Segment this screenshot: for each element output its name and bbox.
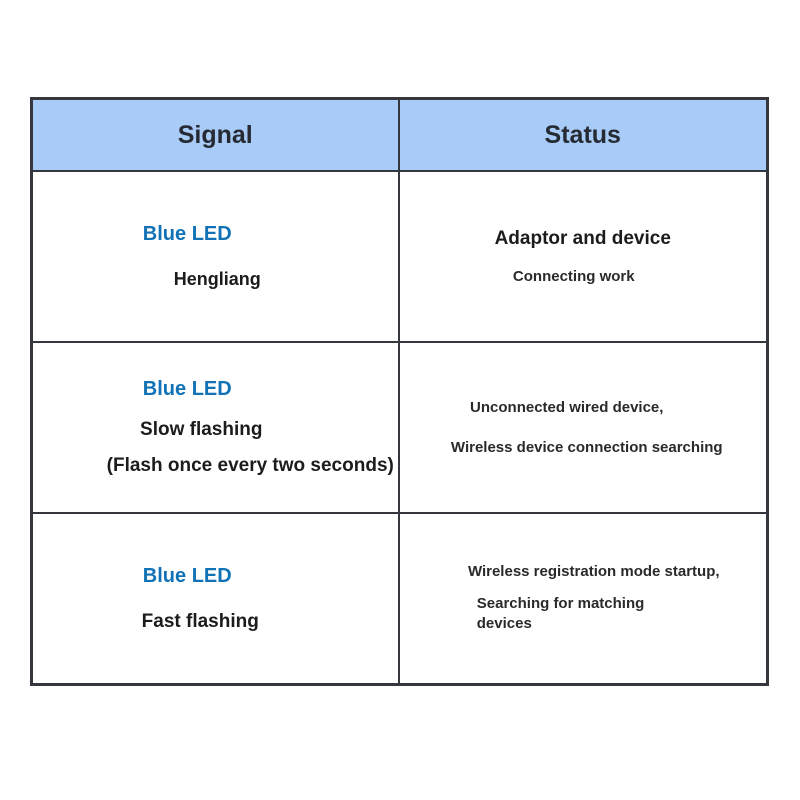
status-cell: Unconnected wired device, Wireless devic… [397, 341, 769, 514]
table-row: Blue LED Hengliang Adaptor and device Co… [30, 170, 769, 343]
status-line: Wireless device connection searching [450, 439, 723, 456]
table-row: Blue LED Slow flashing (Flash once every… [30, 341, 769, 514]
status-line: Adaptor and device [494, 228, 671, 249]
status-cell: Adaptor and device Connecting work [397, 170, 769, 343]
signal-state: Slow flashing [140, 419, 263, 440]
status-line: Connecting work [512, 268, 635, 285]
led-label: Blue LED [142, 223, 232, 245]
status-line: Unconnected wired device, [470, 399, 664, 416]
signal-cell: Blue LED Fast flashing [30, 512, 400, 686]
led-status-table: Signal Status Blue LED Hengliang Adaptor… [30, 97, 769, 686]
led-label: Blue LED [142, 564, 232, 587]
signal-note: (Flash once every two seconds) [106, 455, 394, 476]
signal-state: Fast flashing [141, 610, 259, 632]
signal-cell: Blue LED Slow flashing (Flash once every… [30, 341, 400, 514]
status-line: Wireless registration mode startup, [467, 562, 720, 580]
signal-cell: Blue LED Hengliang [30, 170, 400, 343]
status-cell: Wireless registration mode startup, Sear… [397, 512, 769, 686]
column-header-status: Status [397, 97, 769, 172]
status-line: Searching for matching devices [476, 594, 645, 632]
table-row: Blue LED Fast flashing Wireless registra… [30, 512, 769, 686]
signal-state: Hengliang [173, 269, 261, 289]
table-header-row: Signal Status [30, 97, 769, 172]
led-label: Blue LED [142, 378, 232, 400]
column-header-signal: Signal [30, 97, 400, 172]
